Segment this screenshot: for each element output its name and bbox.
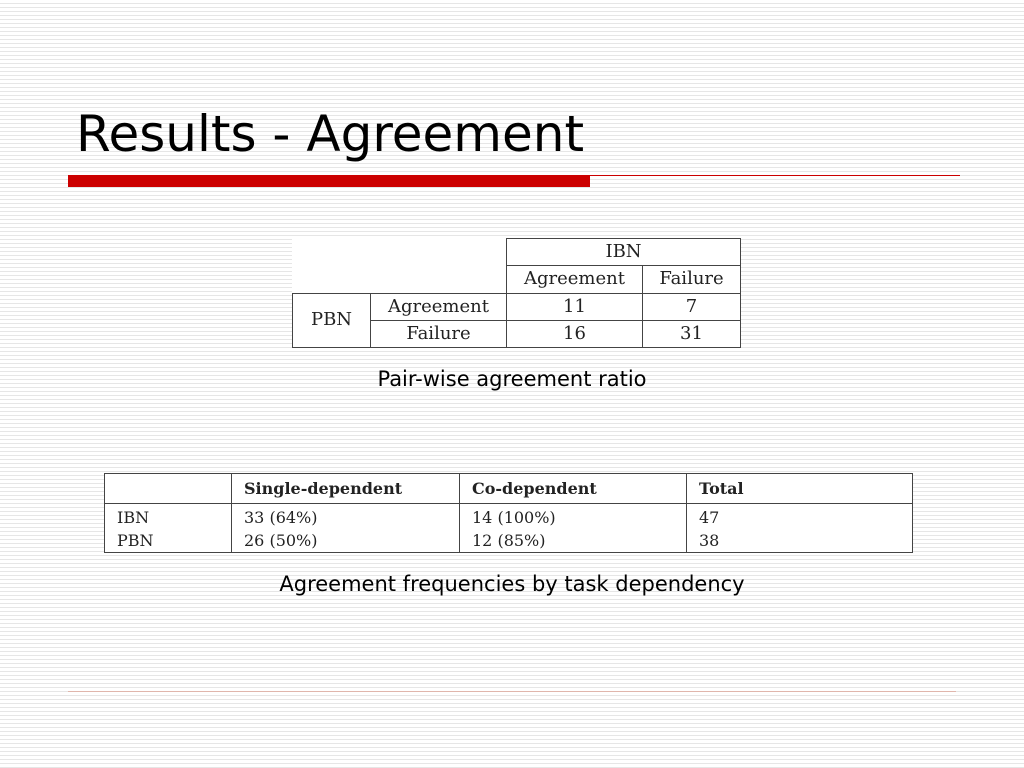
row-labels-cell: IBN PBN bbox=[105, 504, 232, 553]
table-cell: 7 bbox=[642, 292, 741, 321]
total-cell: 47 38 bbox=[686, 503, 913, 553]
table-cell: 47 bbox=[699, 508, 720, 527]
title-underline-thick bbox=[68, 175, 590, 187]
table-row: Failure 16 31 bbox=[293, 319, 741, 349]
agreement-frequencies-table: Single-dependent Co-dependent Total IBN … bbox=[104, 473, 913, 553]
table-cell: 12 (85%) bbox=[472, 531, 546, 550]
row-label: PBN bbox=[117, 531, 154, 550]
slide-title: Results - Agreement bbox=[76, 105, 585, 163]
table-row: PBN Agreement 11 7 bbox=[292, 292, 741, 348]
column-header: Failure bbox=[642, 265, 741, 294]
footer-divider bbox=[68, 691, 956, 692]
table-cell: 14 (100%) bbox=[472, 508, 556, 527]
row-header: Failure bbox=[370, 319, 507, 349]
single-dependent-cell: 33 (64%) 26 (50%) bbox=[231, 503, 460, 553]
table-body: IBN PBN 33 (64%) 26 (50%) 14 (100%) 12 (… bbox=[105, 503, 913, 553]
column-header: Agreement bbox=[506, 265, 643, 294]
corner-blank bbox=[292, 265, 507, 293]
table1-caption: Pair-wise agreement ratio bbox=[377, 367, 647, 391]
column-group-header: IBN bbox=[506, 237, 741, 267]
pairwise-agreement-table: IBN Agreement Failure PBN Agreement 11 7… bbox=[292, 237, 741, 349]
table-cell: 38 bbox=[699, 531, 720, 550]
column-header: Single-dependent bbox=[231, 473, 460, 504]
column-header: Total bbox=[686, 473, 913, 504]
table-cell: 26 (50%) bbox=[244, 531, 318, 550]
row-label: IBN bbox=[117, 508, 150, 527]
title-underline-thin bbox=[590, 175, 960, 176]
column-header bbox=[104, 473, 232, 504]
co-dependent-cell: 14 (100%) 12 (85%) bbox=[459, 503, 687, 553]
corner-blank bbox=[292, 238, 507, 266]
table-cell: 11 bbox=[506, 292, 643, 321]
row-header: Agreement bbox=[370, 292, 507, 321]
table-cell: 33 (64%) bbox=[244, 508, 318, 527]
table-cell: 31 bbox=[642, 319, 741, 349]
row-group-header: PBN bbox=[292, 292, 371, 348]
table2-caption: Agreement frequencies by task dependency bbox=[279, 572, 745, 596]
table-cell: 16 bbox=[506, 319, 643, 349]
column-header: Co-dependent bbox=[459, 473, 687, 504]
